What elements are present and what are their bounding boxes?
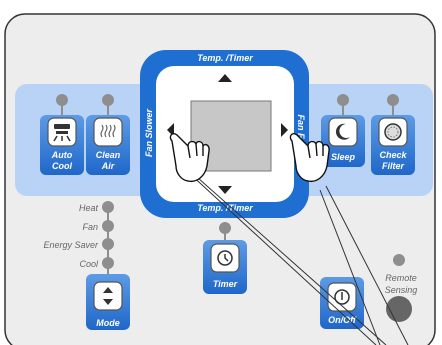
fan-fast-label: Fan Fast: [296, 114, 306, 152]
clock-icon: [217, 250, 233, 266]
filter-icon: [384, 123, 402, 141]
remote-sensing-indicator: [393, 254, 405, 266]
sleep-label: Sleep: [331, 152, 356, 162]
bottom-temp-timer-label: Temp. /Timer: [197, 203, 253, 213]
top-temp-timer-label: Temp. /Timer: [197, 53, 253, 63]
auto-cool-label-line1: Auto: [51, 150, 73, 160]
check-filter-label-line1: Check: [379, 150, 407, 160]
auto-cool-button[interactable]: Auto Cool: [40, 115, 84, 175]
fan-faster-arrow[interactable]: [281, 123, 288, 137]
mode-option-cool: Cool: [79, 259, 99, 269]
band-indicators: [56, 94, 399, 118]
power-icon: [334, 289, 350, 305]
clean-air-label-line1: Clean: [96, 150, 121, 160]
timer-label: Timer: [213, 279, 238, 289]
mode-option-energy-saver: Energy Saver: [43, 240, 99, 250]
up-down-arrows-icon: [103, 287, 113, 305]
onoff-label: On/Off: [328, 315, 357, 325]
auto-cool-label-line2: Cool: [52, 161, 72, 171]
onoff-button[interactable]: On/Off: [320, 277, 364, 329]
hand-pointer-right-icon: [289, 132, 330, 183]
mode-option-fan: Fan: [82, 222, 98, 232]
remote-sensing-label-line2: Sensing: [385, 285, 418, 295]
sleep-button[interactable]: Sleep: [321, 115, 365, 167]
fan-slower-label: Fan Slower: [144, 109, 154, 158]
remote-sensing-label-line1: Remote: [385, 273, 417, 283]
check-filter-button[interactable]: Check Filter: [371, 115, 415, 175]
clean-air-label-line2: Air: [101, 161, 115, 171]
mode-label: Mode: [96, 318, 120, 328]
moon-icon: [335, 123, 350, 140]
mode-option-heat: Heat: [79, 203, 99, 213]
timer-button[interactable]: Timer: [203, 240, 247, 294]
clean-air-button[interactable]: Clean Air: [86, 115, 130, 175]
temp-down-arrow[interactable]: [218, 186, 232, 194]
check-filter-label-line2: Filter: [382, 161, 405, 171]
fan-icon: [53, 124, 71, 142]
temp-up-arrow[interactable]: [218, 74, 232, 82]
mode-indicators: [102, 201, 114, 276]
mode-button[interactable]: Mode: [86, 274, 130, 330]
pointer-lines: [187, 171, 409, 345]
hand-pointer-left-icon: [169, 132, 210, 183]
air-waves-icon: [100, 124, 116, 138]
